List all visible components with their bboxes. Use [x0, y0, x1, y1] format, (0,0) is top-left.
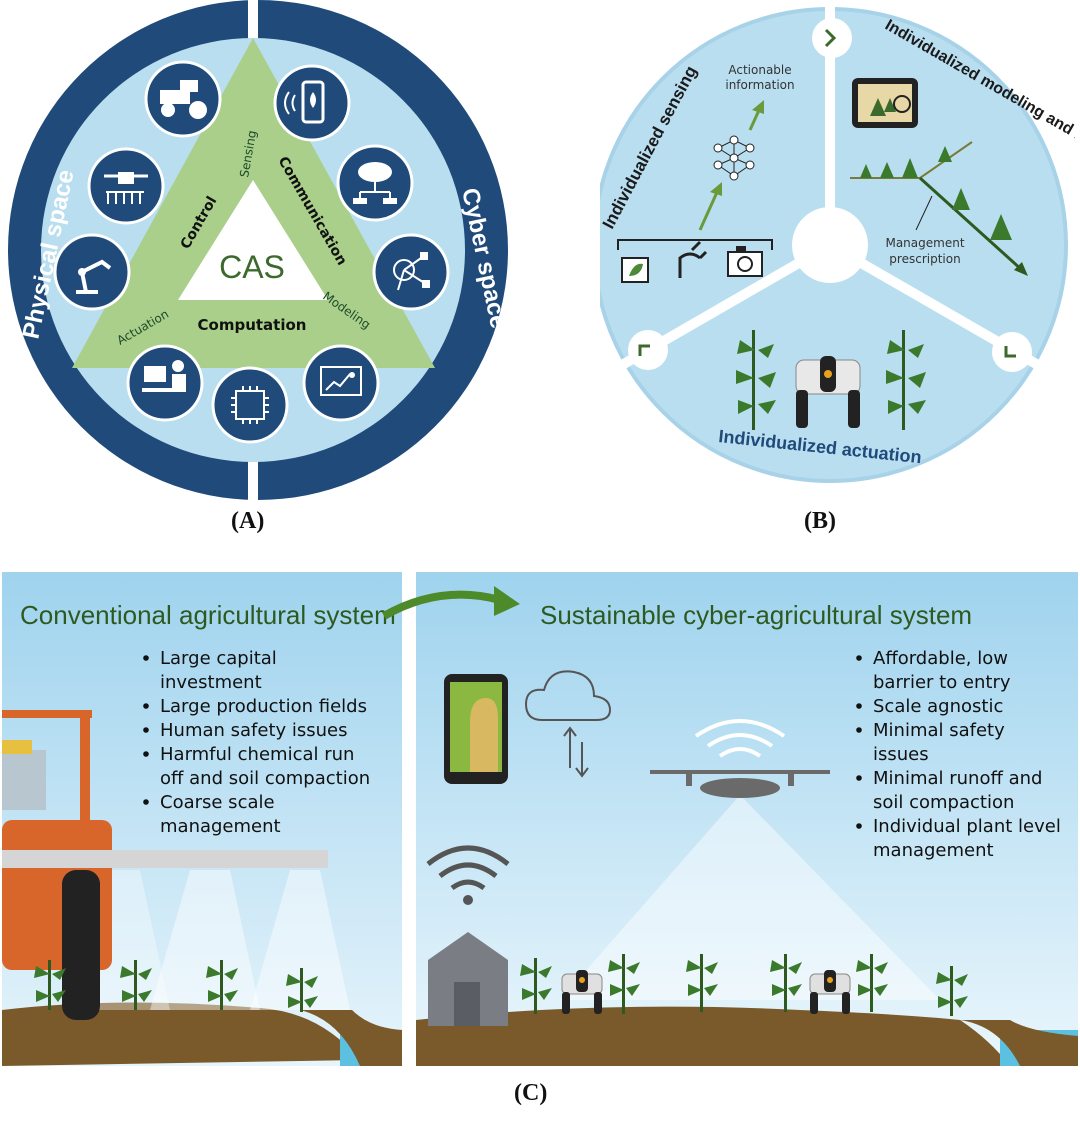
- bullet-line: Affordable, low: [873, 648, 1008, 669]
- bullet-line: Harmful chemical run: [160, 744, 354, 765]
- transition-arrow: [382, 590, 502, 620]
- bullet-line: Minimal runoff and: [873, 768, 1042, 789]
- barn-icon: [428, 932, 508, 1026]
- tablet-plant-icon: [852, 78, 918, 128]
- bullet-line: investment: [160, 672, 262, 693]
- leaf-cube-icon: [621, 257, 649, 283]
- bullet-line: issues: [873, 744, 929, 765]
- sustainable-title: Sustainable cyber-agricultural system: [540, 600, 972, 630]
- neural-network-icon: [713, 135, 755, 181]
- ai-chip-icon: [211, 366, 289, 444]
- actionable-label-1: Actionable: [728, 63, 791, 77]
- sustainable-scene: [416, 572, 1078, 1066]
- plant-icon: [736, 330, 776, 430]
- chevron-right-icon: [812, 18, 852, 58]
- bullet-dot: [856, 775, 862, 781]
- bullet-line: Large capital: [160, 648, 277, 669]
- bullet-line: Minimal safety: [873, 720, 1005, 741]
- wifi-icon: [426, 845, 510, 891]
- smartphone-icon: [273, 64, 351, 142]
- prescription-arrow: [918, 176, 1024, 272]
- prescription-label-1: Management: [885, 236, 964, 250]
- smartphone-icon: [444, 674, 508, 784]
- robot-icon: [561, 970, 603, 1014]
- bullet-line: Scale agnostic: [873, 696, 1003, 717]
- bullet-line: off and soil compaction: [160, 768, 370, 789]
- panel-b-diagram: Individualized sensing Individualized mo…: [600, 5, 1075, 485]
- bullet-line: Coarse scale: [160, 792, 275, 813]
- cas-label: CAS: [219, 249, 285, 285]
- plant-icon: [608, 954, 640, 1014]
- bullet-dot: [143, 727, 149, 733]
- plant-icon: [206, 960, 238, 1010]
- dashboard-icon: [302, 344, 380, 422]
- drone-icon: [650, 770, 830, 798]
- bullet-line: Individual plant level: [873, 816, 1061, 837]
- wifi-icon: [694, 719, 786, 758]
- plant-icon: [770, 954, 802, 1012]
- bullet-dot: [143, 751, 149, 757]
- plant-icon: [120, 960, 152, 1010]
- plant-icon: [286, 968, 318, 1012]
- chevron-down-right-icon: [992, 332, 1032, 372]
- chevron-up-left-icon: [628, 330, 668, 370]
- plant-icon: [936, 966, 968, 1016]
- panel-a-diagram: Physical space Cyber space CAS Sensing C…: [8, 0, 512, 505]
- bullet-dot: [143, 655, 149, 661]
- tractor-icon: [2, 710, 328, 1020]
- plant-icon: [520, 958, 552, 1014]
- bullet-line: management: [873, 840, 994, 861]
- plant-icon: [686, 954, 718, 1012]
- plant-icon: [886, 330, 926, 430]
- network-icon: [372, 233, 450, 311]
- bullet-line: management: [160, 816, 281, 837]
- cloud-sync-icon: [524, 670, 612, 778]
- panel-c-diagram: Conventional agricultural system: [2, 572, 1078, 1066]
- drone-sprayer-icon: [87, 147, 165, 225]
- robot-icon: [809, 970, 851, 1014]
- bullet-line: Large production fields: [160, 696, 367, 717]
- bullet-dot: [143, 799, 149, 805]
- cloud-server-icon: [336, 144, 414, 222]
- bullet-dot: [856, 823, 862, 829]
- arrow-up-icon: [698, 189, 720, 231]
- panel-c-label: (C): [514, 1080, 548, 1106]
- conventional-title: Conventional agricultural system: [20, 600, 396, 630]
- bullet-dot: [856, 727, 862, 733]
- plant-icon: [34, 960, 66, 1010]
- bullet-line: soil compaction: [873, 792, 1014, 813]
- cas-center: [178, 180, 328, 300]
- plant-icon: [856, 954, 888, 1012]
- tractor-icon: [144, 60, 222, 138]
- operator-computer-icon: [126, 344, 204, 422]
- camera-icon: [727, 246, 763, 277]
- bullet-line: Human safety issues: [160, 720, 348, 741]
- edge-computation: Computation: [198, 316, 307, 334]
- bullet-dot: [856, 655, 862, 661]
- panel-a-label: (A): [231, 508, 265, 534]
- robot-icon: [795, 356, 861, 428]
- prescription-label-2: prescription: [889, 252, 960, 266]
- bullet-line: barrier to entry: [873, 672, 1011, 693]
- robot-arm-icon: [53, 233, 131, 311]
- panel-b-label: (B): [804, 508, 836, 534]
- bullet-dot: [143, 703, 149, 709]
- bullet-dot: [856, 703, 862, 709]
- actionable-label-2: information: [725, 78, 794, 92]
- gripper-icon: [678, 240, 708, 278]
